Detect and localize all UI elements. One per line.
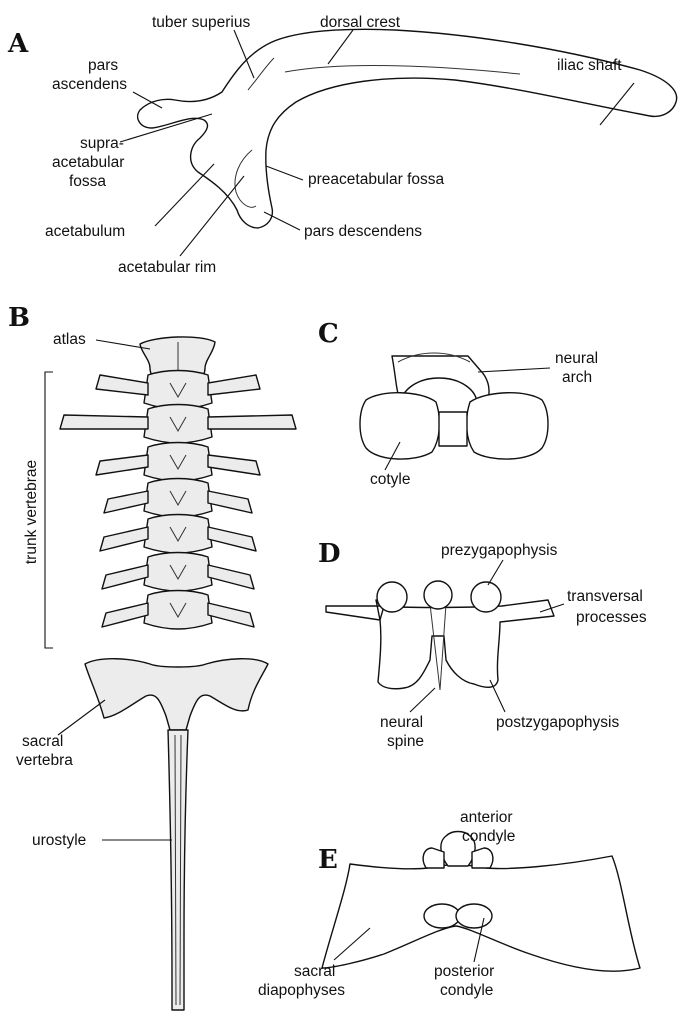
transverse-process-left bbox=[96, 375, 148, 395]
label-sacral-1: sacral bbox=[22, 733, 63, 750]
label-trunk-vertebrae: trunk vertebrae bbox=[23, 460, 40, 564]
prezyg-e-left bbox=[423, 848, 444, 868]
panel-c-letter: C bbox=[318, 319, 339, 349]
transverse-process-right bbox=[208, 565, 254, 589]
transverse-process-right bbox=[208, 527, 256, 551]
trunk-vertebra bbox=[144, 443, 212, 482]
label-sacral-diap-1: sacral bbox=[294, 963, 335, 980]
label-preacetabular-fossa: preacetabular fossa bbox=[308, 171, 445, 188]
cotyle-right bbox=[467, 393, 548, 459]
transverse-process-left bbox=[102, 565, 148, 589]
sacral-vertebra-drawing bbox=[85, 659, 268, 730]
label-transversal-1: transversal bbox=[567, 588, 643, 605]
label-supra-2: acetabular bbox=[52, 154, 124, 171]
vertebra-dorsal-drawing bbox=[326, 600, 554, 689]
prezyg-right bbox=[471, 582, 501, 612]
prezyg-left bbox=[377, 582, 407, 612]
panel-a-letter: A bbox=[7, 29, 29, 59]
transverse-process-left bbox=[60, 415, 148, 429]
transverse-process-left bbox=[96, 455, 148, 475]
trunk-bracket bbox=[45, 372, 53, 648]
label-acetabulum: acetabulum bbox=[45, 223, 125, 240]
label-pars-ascendens-1: pars bbox=[88, 57, 118, 74]
panel-b-letter: B bbox=[8, 303, 30, 333]
panel-e: E anterior condyle sacral diapophyses po… bbox=[258, 809, 640, 999]
trunk-vertebra bbox=[144, 515, 212, 554]
label-prezygapophysis: prezygapophysis bbox=[441, 542, 558, 559]
label-atlas: atlas bbox=[53, 331, 86, 348]
transverse-process-right bbox=[208, 415, 296, 429]
label-posterior-2: condyle bbox=[440, 982, 493, 999]
panel-b: B atlas trunk vertebrae sacral vertebra … bbox=[8, 303, 296, 1010]
trunk-vertebra bbox=[144, 591, 212, 630]
label-pars-descendens: pars descendens bbox=[304, 223, 422, 240]
label-dorsal-crest: dorsal crest bbox=[320, 14, 401, 31]
label-tuber-superius: tuber superius bbox=[152, 14, 250, 31]
transverse-process-right bbox=[208, 375, 260, 395]
label-pars-ascendens-2: ascendens bbox=[52, 76, 127, 93]
label-sacral-2: vertebra bbox=[16, 752, 73, 769]
transverse-process-left bbox=[104, 491, 148, 513]
label-sacral-diap-2: diapophyses bbox=[258, 982, 345, 999]
label-supra-1: supra- bbox=[80, 135, 124, 152]
label-postzygapophysis: postzygapophysis bbox=[496, 714, 619, 731]
label-urostyle: urostyle bbox=[32, 832, 86, 849]
trunk-vertebra bbox=[144, 405, 212, 444]
panel-a: A tuber superius dorsal crest pars ascen… bbox=[7, 14, 677, 276]
label-acetabular-rim: acetabular rim bbox=[118, 259, 216, 276]
panel-d: D prezygapophysis transversal processes … bbox=[318, 539, 647, 750]
trunk-vertebra bbox=[144, 371, 212, 410]
trunk-vertebra bbox=[144, 553, 212, 592]
trunk-vertebra bbox=[144, 479, 212, 518]
label-transversal-2: processes bbox=[576, 609, 647, 626]
panel-e-letter: E bbox=[318, 845, 338, 875]
transverse-process-right bbox=[208, 491, 252, 513]
trunk-vertebrae-drawing bbox=[60, 371, 296, 630]
transverse-process-left bbox=[100, 527, 148, 551]
transverse-process-right bbox=[208, 603, 254, 627]
transverse-process-right bbox=[208, 455, 260, 475]
panel-d-letter: D bbox=[318, 539, 341, 569]
label-neural-2: arch bbox=[562, 369, 592, 386]
label-cotyle: cotyle bbox=[370, 471, 411, 488]
transverse-process-left bbox=[102, 603, 148, 627]
cotyle-left bbox=[360, 393, 439, 459]
prezyg-e-right bbox=[472, 848, 493, 868]
label-iliac-shaft: iliac shaft bbox=[557, 57, 622, 74]
label-neural-spine-1: neural bbox=[380, 714, 423, 731]
prezyg-middle bbox=[424, 581, 452, 609]
posterior-condyle-left bbox=[424, 904, 460, 928]
label-posterior-1: posterior bbox=[434, 963, 494, 980]
centrum bbox=[439, 412, 467, 446]
urostyle-drawing bbox=[168, 730, 188, 1010]
label-neural-1: neural bbox=[555, 350, 598, 367]
posterior-condyle-right bbox=[456, 904, 492, 928]
panel-c: C neural arch cotyle bbox=[318, 319, 598, 488]
label-anterior-1: anterior bbox=[460, 809, 513, 826]
label-neural-spine-2: spine bbox=[387, 733, 424, 750]
label-anterior-2: condyle bbox=[462, 828, 515, 845]
label-supra-3: fossa bbox=[69, 173, 106, 190]
